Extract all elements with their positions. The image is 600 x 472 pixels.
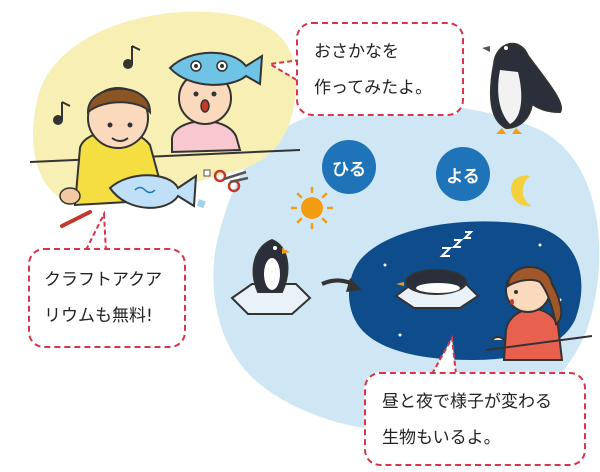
night-badge: よる xyxy=(436,147,490,201)
bubble-made-line-2: 作ってみたよ。 xyxy=(314,78,433,98)
scissors-icon xyxy=(213,169,249,193)
sleep-zzz-icon xyxy=(439,231,474,257)
penguin-standing xyxy=(482,42,563,134)
moon-icon xyxy=(511,175,532,207)
pencil-icon xyxy=(60,210,92,228)
bubble-tail-craft xyxy=(85,210,107,253)
speech-bubble-day-night: 昼と夜で様子が変わる 生物もいるよ。 xyxy=(364,372,586,466)
child-fish-hat xyxy=(168,51,264,154)
bubble-craft-line-1: クラフトアクア xyxy=(44,270,163,290)
music-note-icon xyxy=(53,45,141,125)
bubble-change-line-1: 昼と夜で様子が変わる xyxy=(382,392,552,412)
tank-rail xyxy=(485,335,593,351)
day-badge: ひる xyxy=(322,140,376,194)
girl-watching xyxy=(491,266,564,361)
bubble-change-line-2: 生物もいるよ。 xyxy=(382,428,501,448)
child-crafting xyxy=(73,87,198,209)
bubble-tail-made xyxy=(267,59,301,83)
penguin-day xyxy=(230,238,312,315)
bubble-tail-change xyxy=(431,334,457,375)
sun-icon xyxy=(290,186,334,230)
arrow-right-icon xyxy=(321,278,362,292)
table-edge xyxy=(29,149,301,163)
bubble-craft-line-2: リウムも無料! xyxy=(44,306,153,326)
penguin-night xyxy=(394,269,480,309)
speech-bubble-made-fish: おさかなを 作ってみたよ。 xyxy=(296,22,464,116)
speech-bubble-craft: クラフトアクア リウムも無料! xyxy=(28,248,186,348)
craft-items xyxy=(59,169,249,228)
bubble-made-line-1: おさかなを xyxy=(314,42,399,62)
